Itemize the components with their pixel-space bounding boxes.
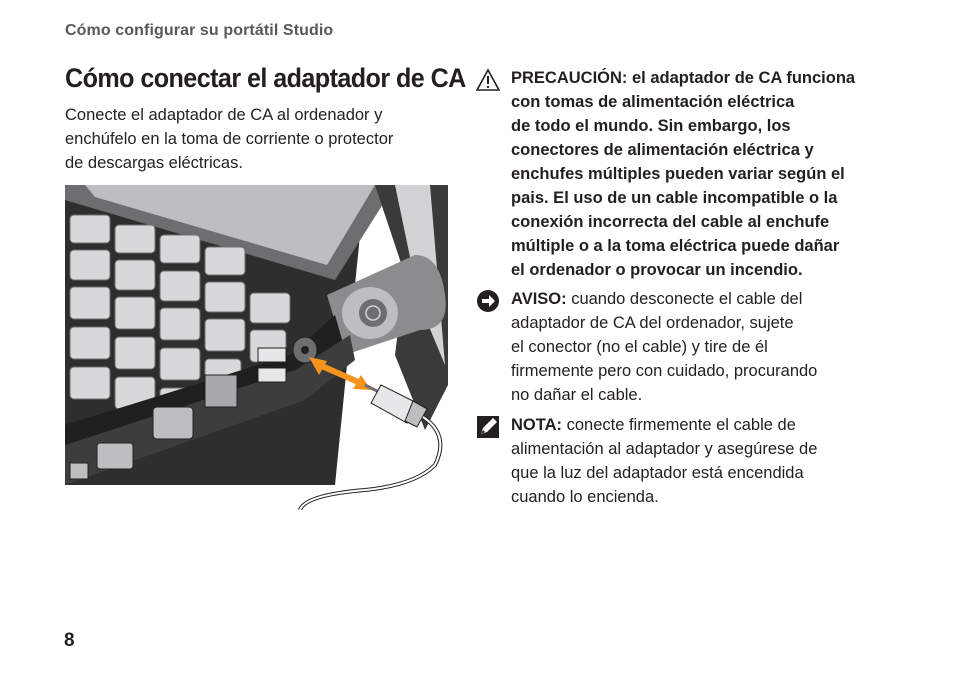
- caution-line: múltiple o a la toma eléctrica puede dañ…: [511, 237, 840, 255]
- notice-line: firmemente pero con cuidado, procurando: [511, 362, 818, 380]
- note-line: que la luz del adaptador está encendida: [511, 464, 804, 482]
- notice-line: el conector (no el cable) y tire de él: [511, 338, 768, 356]
- running-header: Cómo configurar su portátil Studio: [65, 22, 334, 39]
- notice-label: AVISO:: [511, 290, 567, 308]
- caution-line: el ordenador o provocar un incendio.: [511, 261, 803, 279]
- intro-line: Conecte el adaptador de CA al ordenador …: [65, 106, 383, 124]
- note-line: alimentación al adaptador y asegúrese de: [511, 440, 818, 458]
- note-line: conecte firmemente el cable de: [562, 416, 796, 434]
- note-line: cuando lo encienda.: [511, 488, 659, 506]
- notice-arrow-icon: [477, 290, 499, 312]
- notice-text: AVISO: cuando desconecte el cable del ad…: [511, 287, 876, 407]
- intro-line: de descargas eléctricas.: [65, 154, 243, 172]
- hdmi-port: [96, 442, 134, 470]
- usb-port: [257, 367, 287, 383]
- caution-text: PRECAUCIÓN: el adaptador de CA funciona …: [511, 66, 876, 282]
- ac-adapter-plug: [298, 383, 443, 510]
- laptop-illustration: [65, 185, 448, 510]
- notice-block: AVISO: cuando desconecte el cable del ad…: [476, 287, 876, 407]
- page-number: 8: [64, 630, 75, 651]
- vga-port: [152, 406, 194, 440]
- notice-line: cuando desconecte el cable del: [566, 290, 803, 308]
- usb-port: [257, 347, 287, 363]
- pencil-note-icon: [477, 416, 499, 438]
- note-label: NOTA:: [511, 416, 563, 434]
- note-text: NOTA: conecte firmemente el cable de ali…: [511, 413, 876, 509]
- caution-line: pais. El uso de un cable incompatible o …: [511, 189, 838, 207]
- note-block: NOTA: conecte firmemente el cable de ali…: [476, 413, 876, 509]
- caution-line: enchufes múltiples pueden variar según e…: [511, 165, 845, 183]
- caution-line: conexión incorrecta del cable al enchufe: [511, 213, 830, 231]
- caution-line: conectores de alimentación eléctrica y: [511, 141, 814, 159]
- ethernet-port: [204, 374, 238, 408]
- notice-line: adaptador de CA del ordenador, sujete: [511, 314, 794, 332]
- intro-line: enchúfelo en la toma de corriente o prot…: [65, 130, 394, 148]
- laptop-ac-adapter-illustration: [65, 185, 448, 510]
- notice-line: no dañar el cable.: [511, 386, 643, 404]
- section-title: Cómo conectar el adaptador de CA: [65, 63, 466, 93]
- caution-line: de todo el mundo. Sin embargo, los: [511, 117, 791, 135]
- warning-triangle-icon: [476, 68, 500, 91]
- intro-paragraph: Conecte el adaptador de CA al ordenador …: [65, 103, 445, 175]
- caution-block: PRECAUCIÓN: el adaptador de CA funciona …: [476, 66, 876, 282]
- caution-line: con tomas de alimentación eléctrica: [511, 93, 795, 111]
- caution-line: PRECAUCIÓN: el adaptador de CA funciona: [511, 69, 856, 87]
